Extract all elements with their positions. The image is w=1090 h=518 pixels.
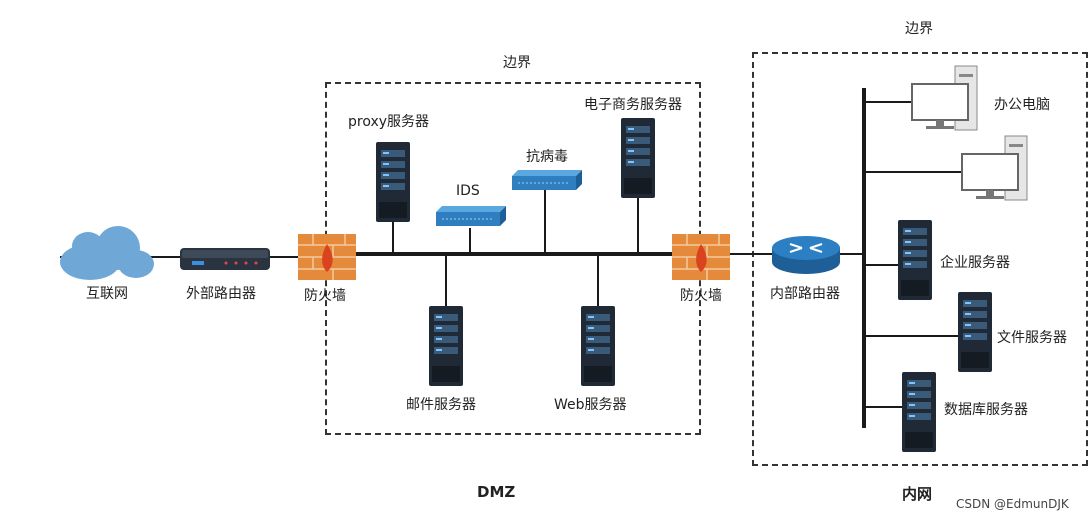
internal-zone-label: 内网 [902, 485, 933, 503]
file-server-icon [958, 292, 992, 372]
office-pc-2-icon [961, 135, 1028, 201]
antivirus-icon [512, 170, 582, 190]
enterprise-server-icon [898, 220, 932, 300]
firewall-outer-label: 防火墙 [304, 288, 346, 304]
antivirus-label: 抗病毒 [526, 149, 568, 165]
ids-label: IDS [456, 183, 480, 199]
modem-icon [180, 248, 270, 270]
mail-server-icon [429, 306, 463, 386]
ids-icon [436, 206, 506, 226]
firewall-inner-icon [672, 234, 730, 280]
ecommerce-server-icon [621, 118, 655, 198]
office-pc-icon [911, 65, 978, 131]
file-server-label: 文件服务器 [997, 330, 1067, 346]
internal-zone [752, 52, 1088, 466]
firewall-inner-label: 防火墙 [680, 288, 722, 304]
mail-server-label: 邮件服务器 [406, 397, 476, 413]
proxy-server-label: proxy服务器 [348, 114, 430, 130]
ecommerce-server-label: 电子商务服务器 [584, 97, 682, 113]
external-router-label: 外部路由器 [186, 286, 256, 302]
internal-boundary-label: 边界 [905, 21, 933, 37]
firewall-outer-icon [298, 234, 356, 280]
enterprise-server-label: 企业服务器 [940, 255, 1010, 271]
proxy-server-icon [376, 142, 410, 222]
router-icon [772, 236, 840, 274]
web-server-icon [581, 306, 615, 386]
web-server-label: Web服务器 [554, 397, 627, 413]
office-pc-label: 办公电脑 [994, 97, 1050, 113]
internet-label: 互联网 [86, 286, 128, 302]
cloud-icon [60, 226, 154, 280]
dmz-zone-label: DMZ [477, 483, 516, 501]
watermark: CSDN @EdmunDJK [956, 497, 1069, 511]
dmz-boundary-label: 边界 [503, 55, 531, 71]
internal-router-label: 内部路由器 [770, 286, 840, 302]
database-server-icon [902, 372, 936, 452]
database-server-label: 数据库服务器 [944, 402, 1028, 418]
